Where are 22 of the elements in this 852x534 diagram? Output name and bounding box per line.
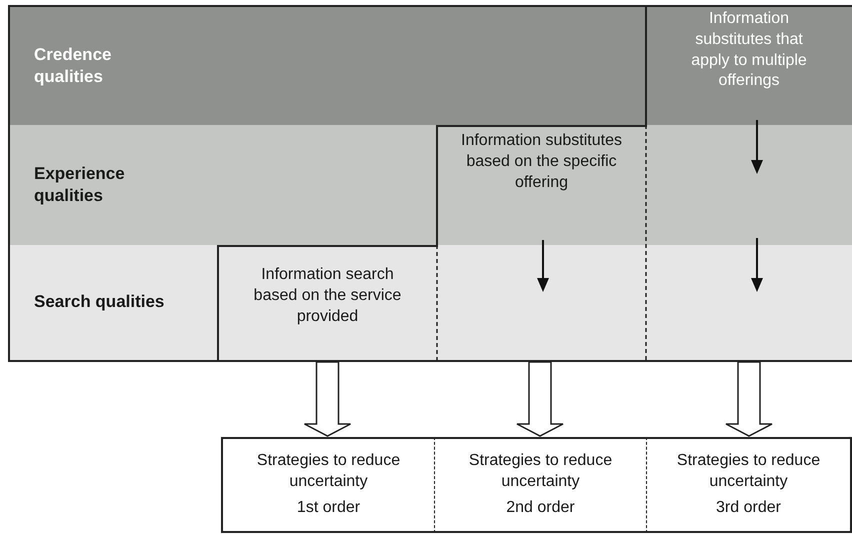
quality-band [8,245,852,362]
order-label: 2nd order [505,498,576,518]
block-arrow [516,361,564,437]
column-label: Information search based on the service provided [252,265,402,327]
column-label: Information substitutes based on the specific offering [460,131,623,193]
order-label: 1st order [296,498,362,518]
band-label: Credence qualities [34,44,112,88]
order-label: 3rd order [715,498,782,518]
block-arrow [725,361,773,437]
strategy-box [434,437,646,533]
strategy-box [646,437,852,533]
column-label: Information substitutes that apply to multiple offerings [690,9,808,92]
block-arrow [304,361,352,437]
strategy-label: Strategies to reduce uncertainty [676,450,822,492]
band-label: Experience qualities [34,162,126,207]
strategy-label: Strategies to reduce uncertainty [468,450,614,492]
quality-band [8,5,852,125]
strategy-box [221,437,434,533]
information-column [218,245,437,360]
band-label: Search qualities [34,291,166,314]
strategy-label: Strategies to reduce uncertainty [256,450,402,492]
quality-band [8,125,852,245]
